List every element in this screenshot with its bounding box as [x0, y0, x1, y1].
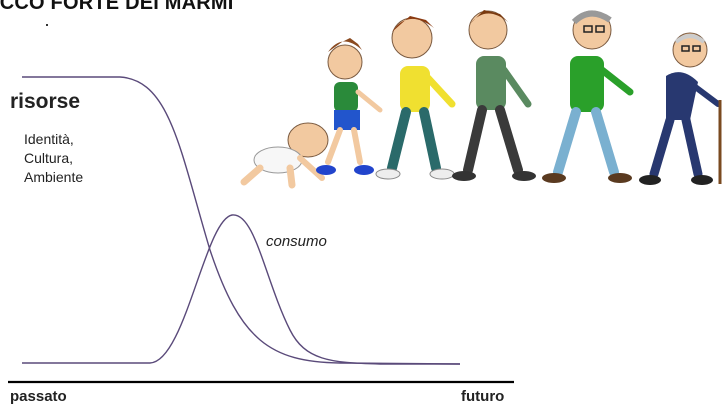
baby-figure [240, 122, 329, 189]
consumption-curve [22, 214, 460, 365]
diagram-title: ICCO FORTE DEI MARMI [0, 0, 234, 14]
resource-item: Cultura, [24, 150, 74, 166]
resource-item: Ambiente [24, 169, 84, 185]
timeline-end-label: futuro [461, 388, 505, 405]
consumption-label: consumo [266, 233, 327, 250]
timeline-start-label: passato [10, 388, 67, 405]
teen-figure [375, 16, 456, 180]
elderly-figure [639, 32, 722, 185]
life-stages-illustration [240, 10, 722, 189]
resource-item: Identità, [24, 131, 74, 147]
dot-mark [46, 24, 48, 26]
adult-figure [452, 10, 536, 181]
resources-list: Identità, Cultura, Ambiente [24, 130, 83, 187]
resources-curve [22, 76, 461, 365]
resources-heading: risorse [10, 90, 81, 113]
senior-figure [542, 10, 634, 183]
boy-figure [316, 38, 383, 175]
